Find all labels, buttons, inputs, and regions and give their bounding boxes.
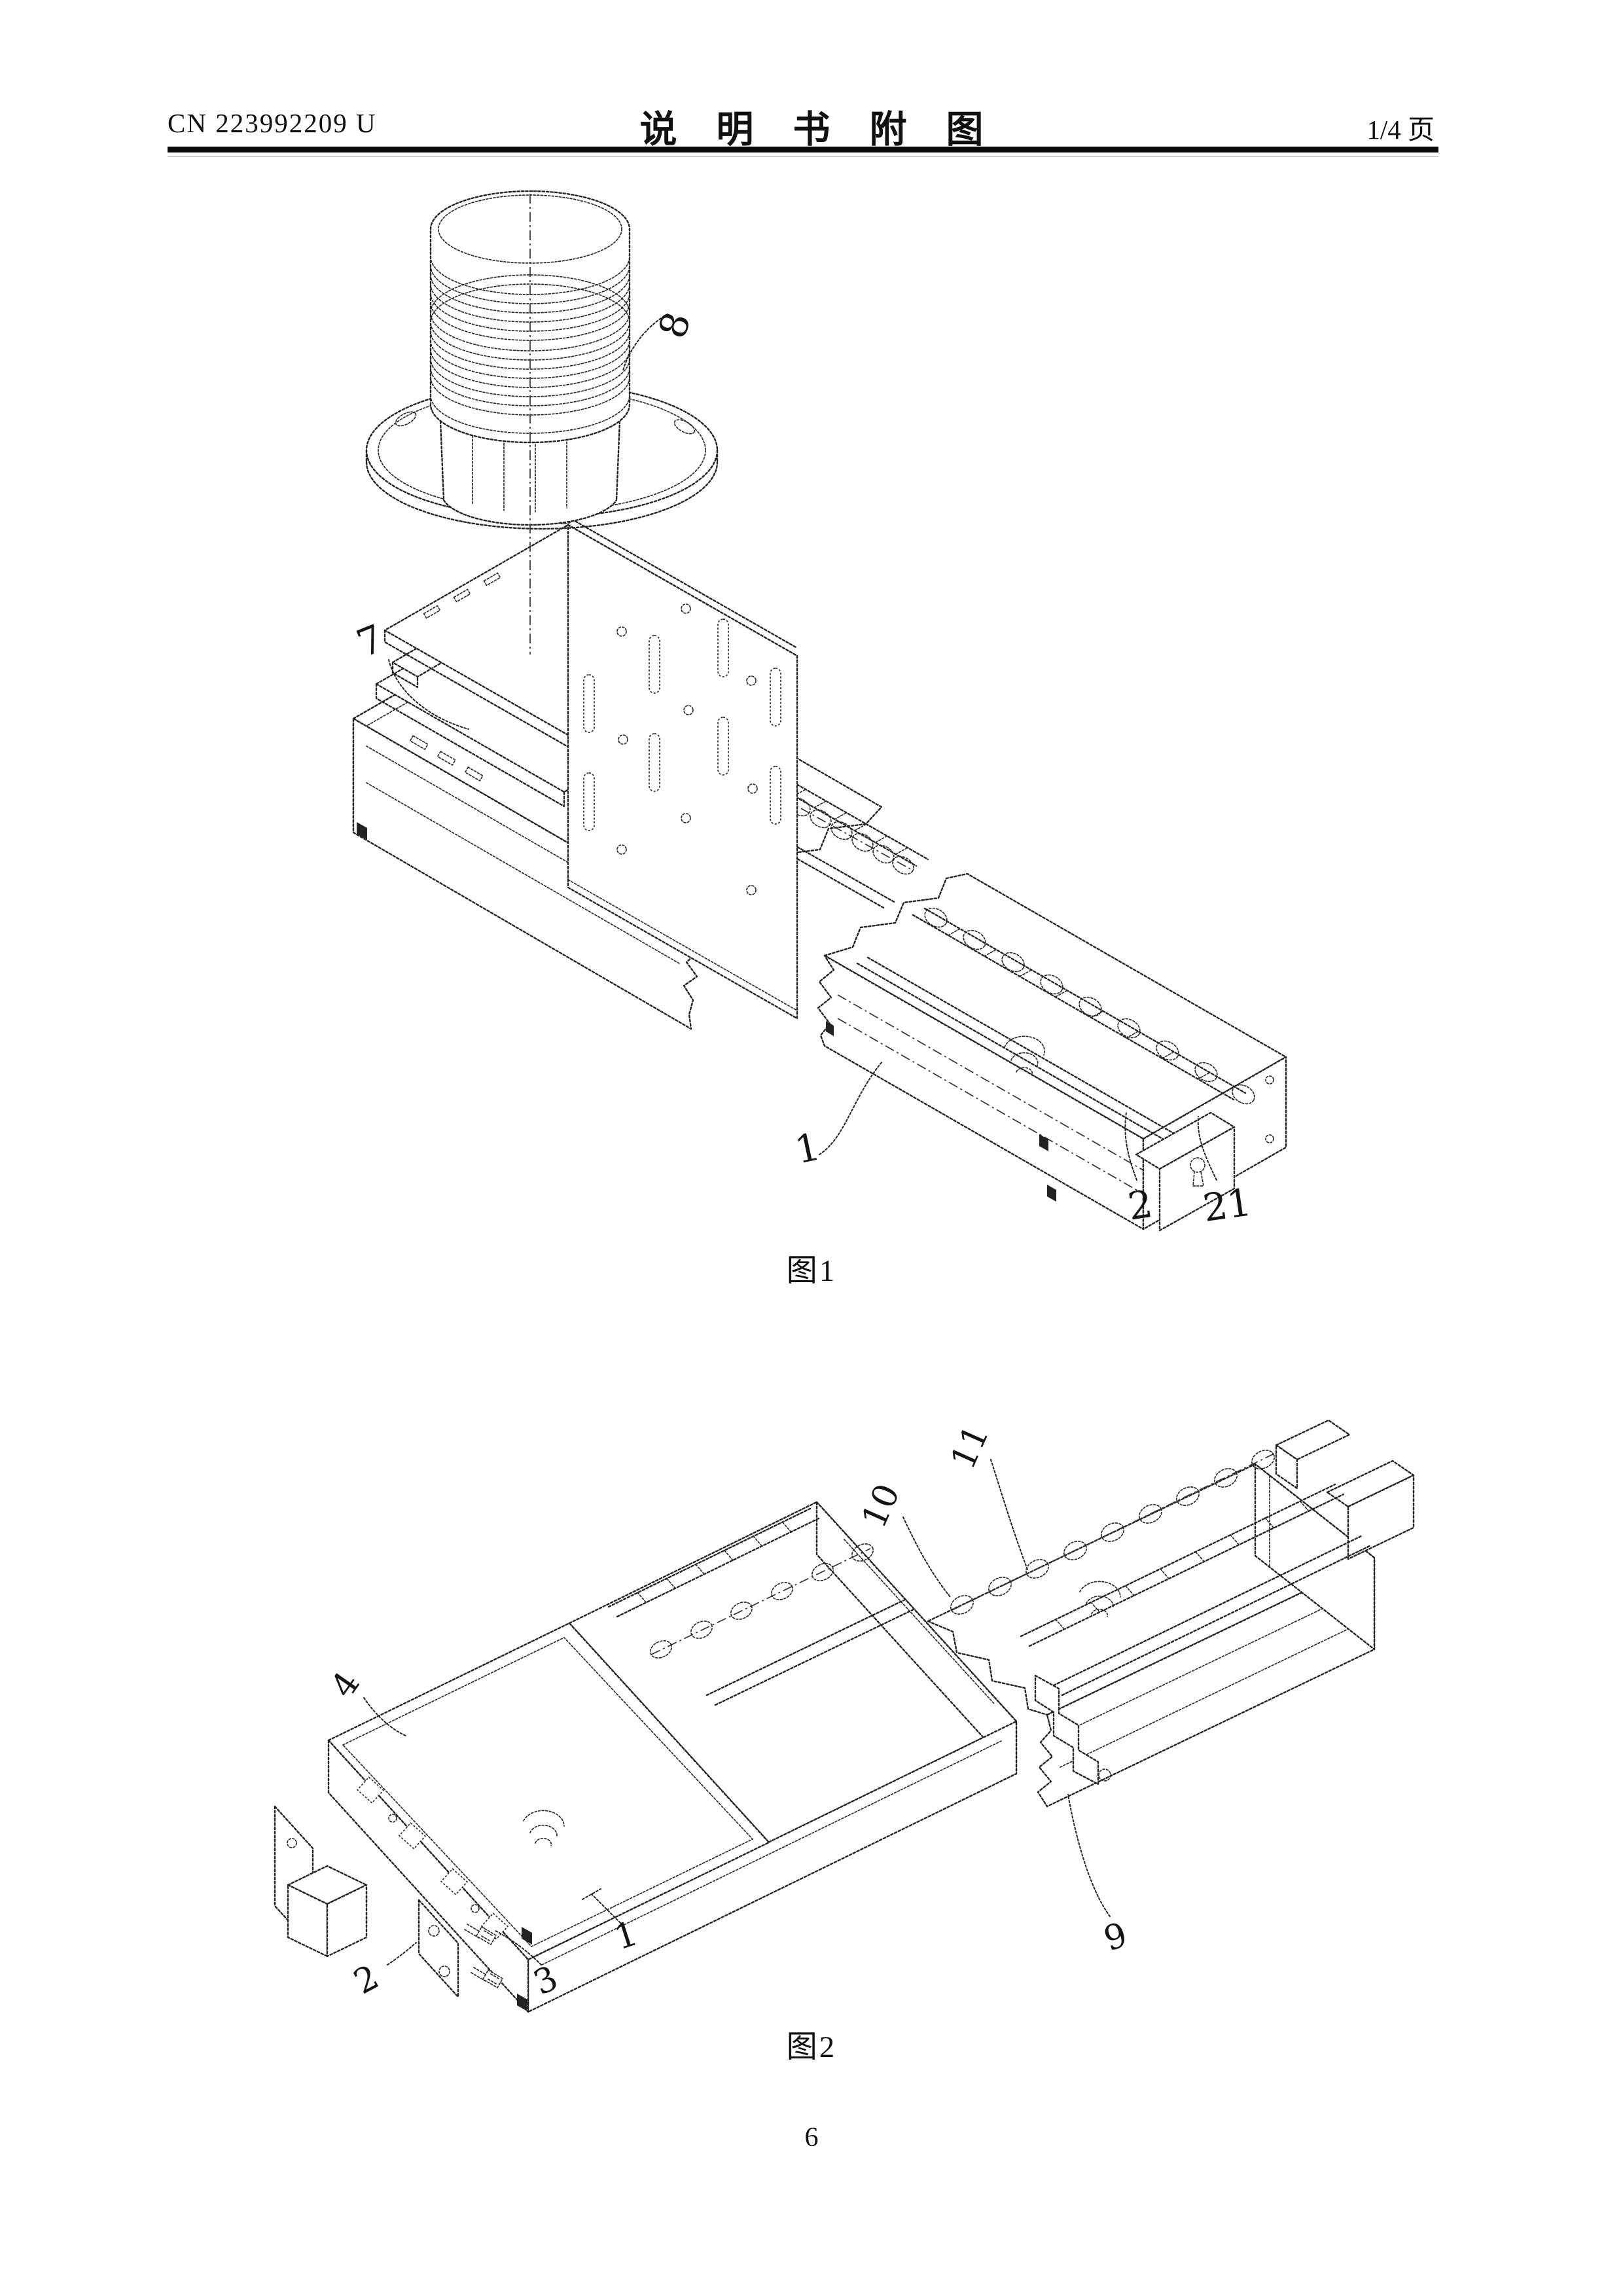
fig1-segment-ball-screw xyxy=(924,907,1255,1105)
fig2-right-assembly xyxy=(927,1419,1415,1808)
ref-label-8: 8 xyxy=(650,307,700,344)
page-number: 6 xyxy=(804,2123,819,2153)
fig2-l-bracket xyxy=(287,1865,368,1958)
fig1-end-block xyxy=(1135,1111,1236,1232)
figure2-caption: 图2 xyxy=(786,2030,837,2064)
ref-label-21: 21 xyxy=(1200,1179,1255,1230)
ref-label-7: 7 xyxy=(351,616,390,666)
fig2-left-assembly xyxy=(327,1501,1018,2013)
fig2-exploded-end-parts xyxy=(274,1805,504,1998)
fig2-reference-leaders xyxy=(363,1459,1111,1965)
figure2-drawing: 4 2 3 1 10 11 9 xyxy=(274,1419,1415,2013)
fig2-end-plate-with-screws xyxy=(418,1899,504,1998)
figure1-caption: 图1 xyxy=(786,1254,837,1288)
fig2-left-ball-screw xyxy=(649,1543,874,1659)
header-rule xyxy=(168,147,1438,152)
fig2-end-cap-blocks xyxy=(1275,1419,1415,1560)
ref-label-4: 4 xyxy=(323,1664,368,1705)
ref-label-11: 11 xyxy=(944,1420,997,1475)
page-indicator: 1/4 页 xyxy=(1366,115,1435,145)
ref-label-2: 2 xyxy=(348,1958,385,2003)
fig1-bracket-vertical-plate xyxy=(567,516,798,1020)
page-title: 说明书附图 xyxy=(639,109,1023,151)
document-number: CN 223992209 U xyxy=(168,108,377,138)
fig1-nut-swirl xyxy=(1004,1035,1045,1076)
ref-label-1: 1 xyxy=(791,1124,824,1172)
ref-label-10: 10 xyxy=(855,1479,908,1534)
ref-label-9: 9 xyxy=(1099,1915,1132,1959)
fig1-separated-rail-segment xyxy=(817,872,1287,1232)
figure1-drawing: 8 7 1 2 21 xyxy=(351,190,1287,1232)
fig2-right-ball-screw xyxy=(950,1450,1275,1615)
header-rule-shadow xyxy=(168,156,1438,157)
fig2-right-nut-swirl xyxy=(1079,1581,1121,1617)
fig1-reference-leaders xyxy=(388,314,1217,1181)
fig2-hanging-bracket xyxy=(1034,1674,1111,1785)
fig2-plate-nut-swirl xyxy=(523,1810,565,1846)
fig1-lidar-cylinder xyxy=(429,190,631,655)
